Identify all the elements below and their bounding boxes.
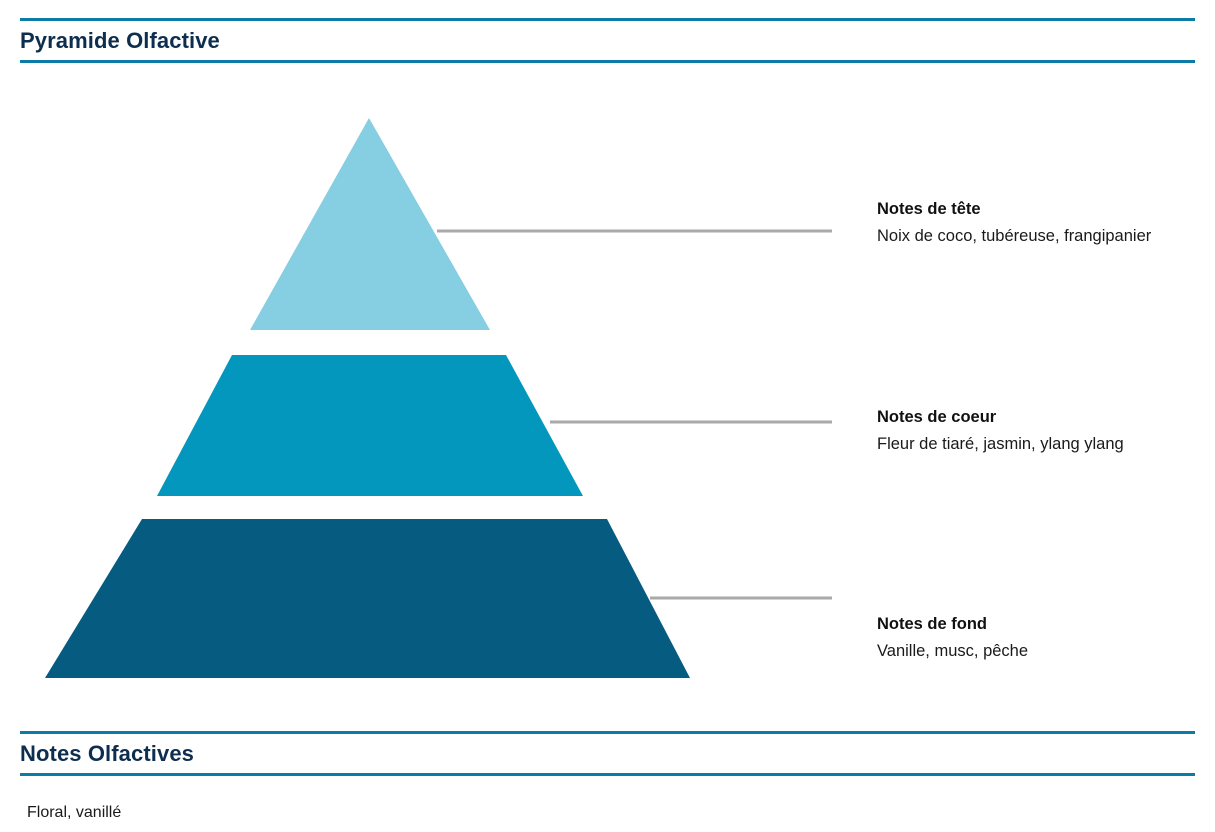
pyramid-tier-base-notes[interactable] <box>45 519 690 678</box>
page-title: Pyramide Olfactive <box>20 28 220 53</box>
section-rule-bottom <box>20 60 1195 63</box>
tier-label-top-notes: Notes de tête Noix de coco, tubéreuse, f… <box>877 199 1215 247</box>
section-title-notes-olfactives: Notes Olfactives <box>20 741 195 766</box>
section-header-pyramide: Pyramide Olfactive <box>20 18 1195 63</box>
pyramid-connectors-group <box>437 229 832 600</box>
pyramid-svg <box>45 118 832 678</box>
section-rule-top <box>20 18 1195 21</box>
tier-name-top-notes: Notes de tête <box>877 200 981 218</box>
notes-olfactives-body: Floral, vanillé <box>27 804 122 821</box>
section-rule-bottom <box>20 773 1195 776</box>
tier-notes-heart-notes: Fleur de tiaré, jasmin, ylang ylang <box>877 435 1124 453</box>
pyramid-tiers-group <box>45 118 690 678</box>
section-header-notes-olfactives: Notes Olfactives <box>20 731 1195 776</box>
tier-notes-base-notes: Vanille, musc, pêche <box>877 642 1029 660</box>
section-rule-top <box>20 731 1195 734</box>
tier-name-base-notes: Notes de fond <box>877 615 987 633</box>
tier-name-heart-notes: Notes de coeur <box>877 408 997 426</box>
tier-label-heart-notes: Notes de coeur Fleur de tiaré, jasmin, y… <box>877 407 1215 455</box>
pyramid-tier-heart-notes[interactable] <box>157 355 583 496</box>
tier-notes-top-notes: Noix de coco, tubéreuse, frangipanier <box>877 227 1152 245</box>
olfactive-pyramid-diagram: Notes de tête Noix de coco, tubéreuse, f… <box>0 90 1215 710</box>
tier-label-base-notes: Notes de fond Vanille, musc, pêche <box>877 614 1215 662</box>
pyramid-tier-top-notes[interactable] <box>250 118 490 330</box>
